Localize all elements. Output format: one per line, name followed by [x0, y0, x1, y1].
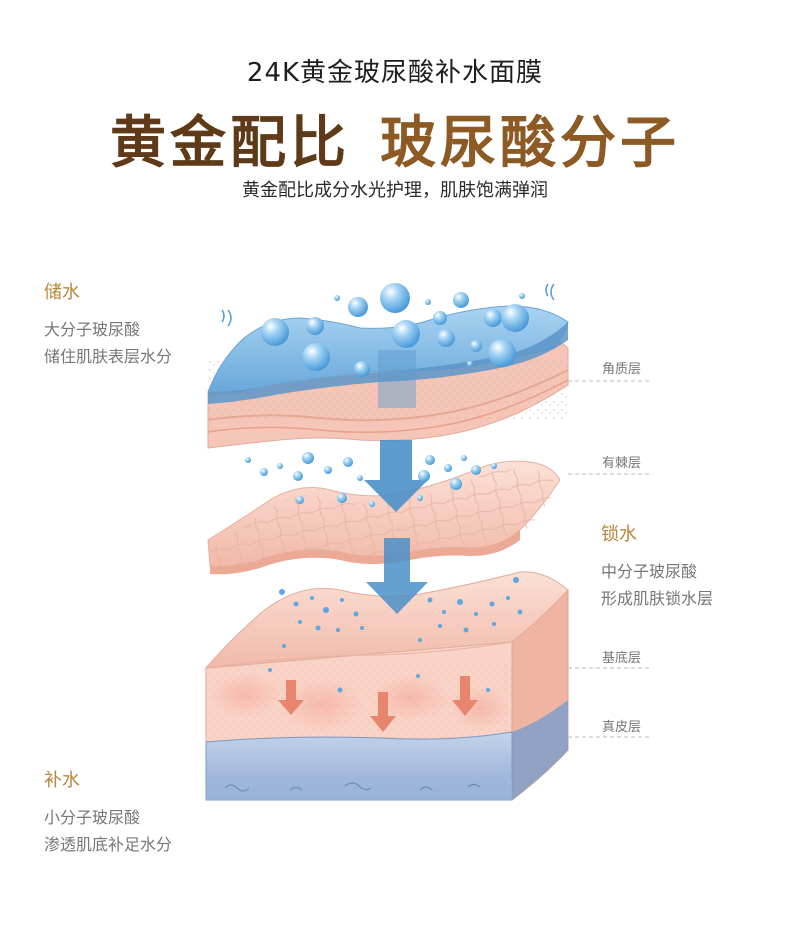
note-lock-title: 锁水: [601, 524, 637, 545]
product-title: 24K黄金玻尿酸补水面膜: [246, 58, 544, 88]
note-lock-line1: 中分子玻尿酸: [601, 562, 698, 581]
medium-water-bubbles: [245, 452, 497, 507]
label-stratum-basale: 基底层: [602, 651, 642, 666]
label-dermis: 真皮层: [602, 720, 642, 735]
bottom-skin-block: [204, 571, 569, 802]
note-replenish-line2: 渗透肌底补足水分: [44, 835, 173, 854]
note-store-line2: 储住肌肤表层水分: [44, 347, 173, 366]
tagline: 黄金配比成分水光护理，肌肤饱满弹润: [242, 180, 548, 201]
note-lock-line2: 形成肌肤锁水层: [601, 589, 714, 608]
headline: 黄金配比玻尿酸分子: [0, 98, 790, 179]
center-down-arrows: [364, 350, 428, 614]
note-replenish-line1: 小分子玻尿酸: [44, 808, 141, 827]
basal-down-arrows: [278, 676, 478, 732]
note-store-line1: 大分子玻尿酸: [44, 320, 141, 339]
label-stratum-spinosum: 有棘层: [602, 456, 642, 471]
top-skin-sheet: [207, 305, 569, 449]
headline-golden-ratio: 黄金配比: [110, 111, 350, 176]
note-lock-water: 锁水 中分子玻尿酸 形成肌肤锁水层: [601, 520, 713, 612]
small-water-dots: [268, 577, 523, 693]
middle-skin-sheet: [207, 460, 561, 575]
note-store-water: 储水 大分子玻尿酸 储住肌肤表层水分: [44, 278, 172, 370]
large-water-bubbles: [221, 283, 555, 377]
label-stratum-corneum: 角质层: [602, 362, 642, 377]
headline-hyaluronic: 玻尿酸分子: [380, 111, 680, 176]
note-replenish-title: 补水: [44, 770, 80, 791]
note-replenish-water: 补水 小分子玻尿酸 渗透肌底补足水分: [44, 766, 172, 858]
note-store-title: 储水: [44, 282, 80, 303]
